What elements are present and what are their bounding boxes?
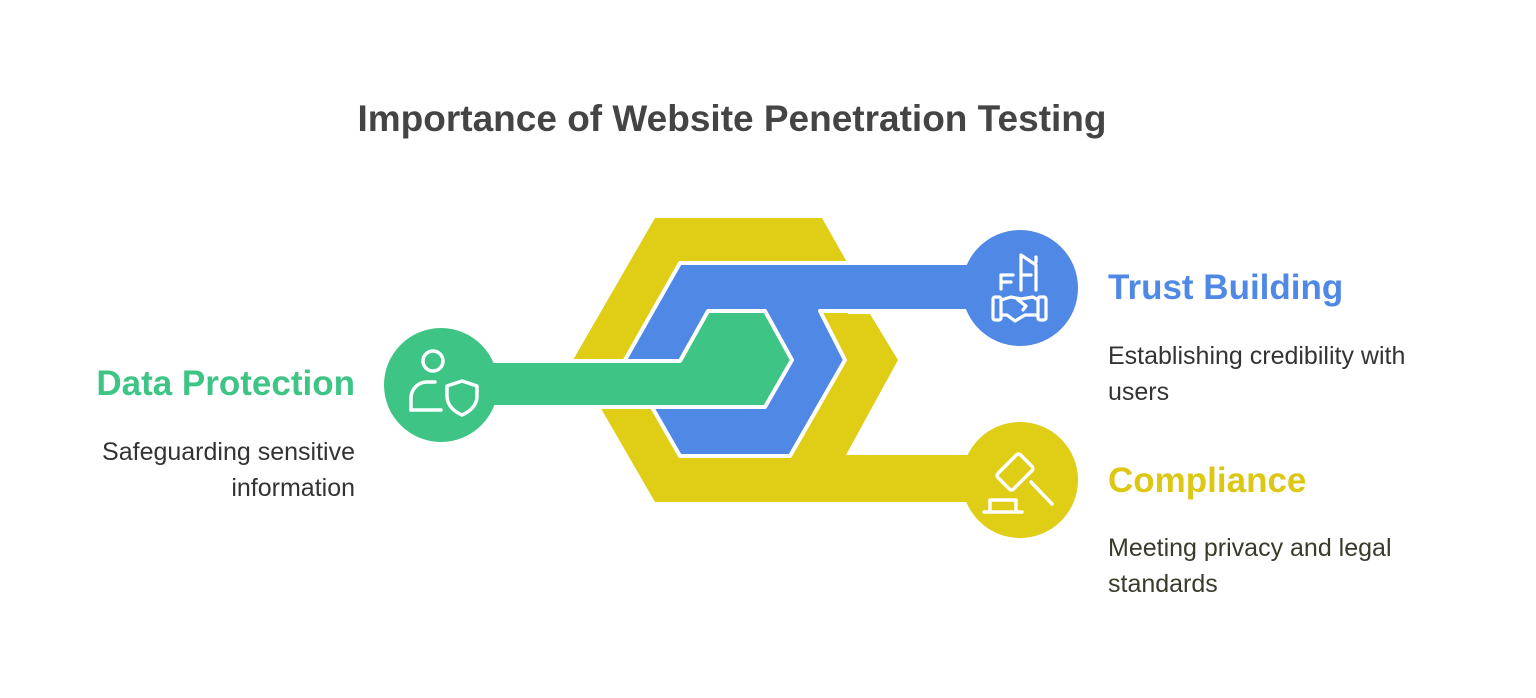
data-protection-circle (384, 328, 498, 442)
description-line: users (1108, 378, 1170, 406)
data-protection-description: Safeguarding sensitive information (0, 434, 355, 506)
description-line: standards (1108, 570, 1218, 598)
data-protection-shape (439, 309, 794, 409)
description-line: Safeguarding sensitive (102, 438, 355, 466)
trust-building-heading: Trust Building (1108, 268, 1344, 307)
compliance-description: Meeting privacy and legal standards (1108, 530, 1508, 602)
gavel-icon (982, 452, 1054, 514)
trust-building-description: Establishing credibility with users (1108, 338, 1508, 410)
handshake-icon (991, 253, 1048, 323)
data-protection-heading: Data Protection (96, 364, 355, 403)
compliance-circle (962, 422, 1078, 538)
description-line: Establishing credibility with (1108, 342, 1406, 370)
compliance-heading: Compliance (1108, 461, 1307, 500)
description-line: Meeting privacy and legal (1108, 534, 1392, 562)
user-shield-icon (409, 349, 479, 417)
description-line: information (231, 474, 355, 502)
diagram-title: Importance of Website Penetration Testin… (357, 98, 1107, 139)
